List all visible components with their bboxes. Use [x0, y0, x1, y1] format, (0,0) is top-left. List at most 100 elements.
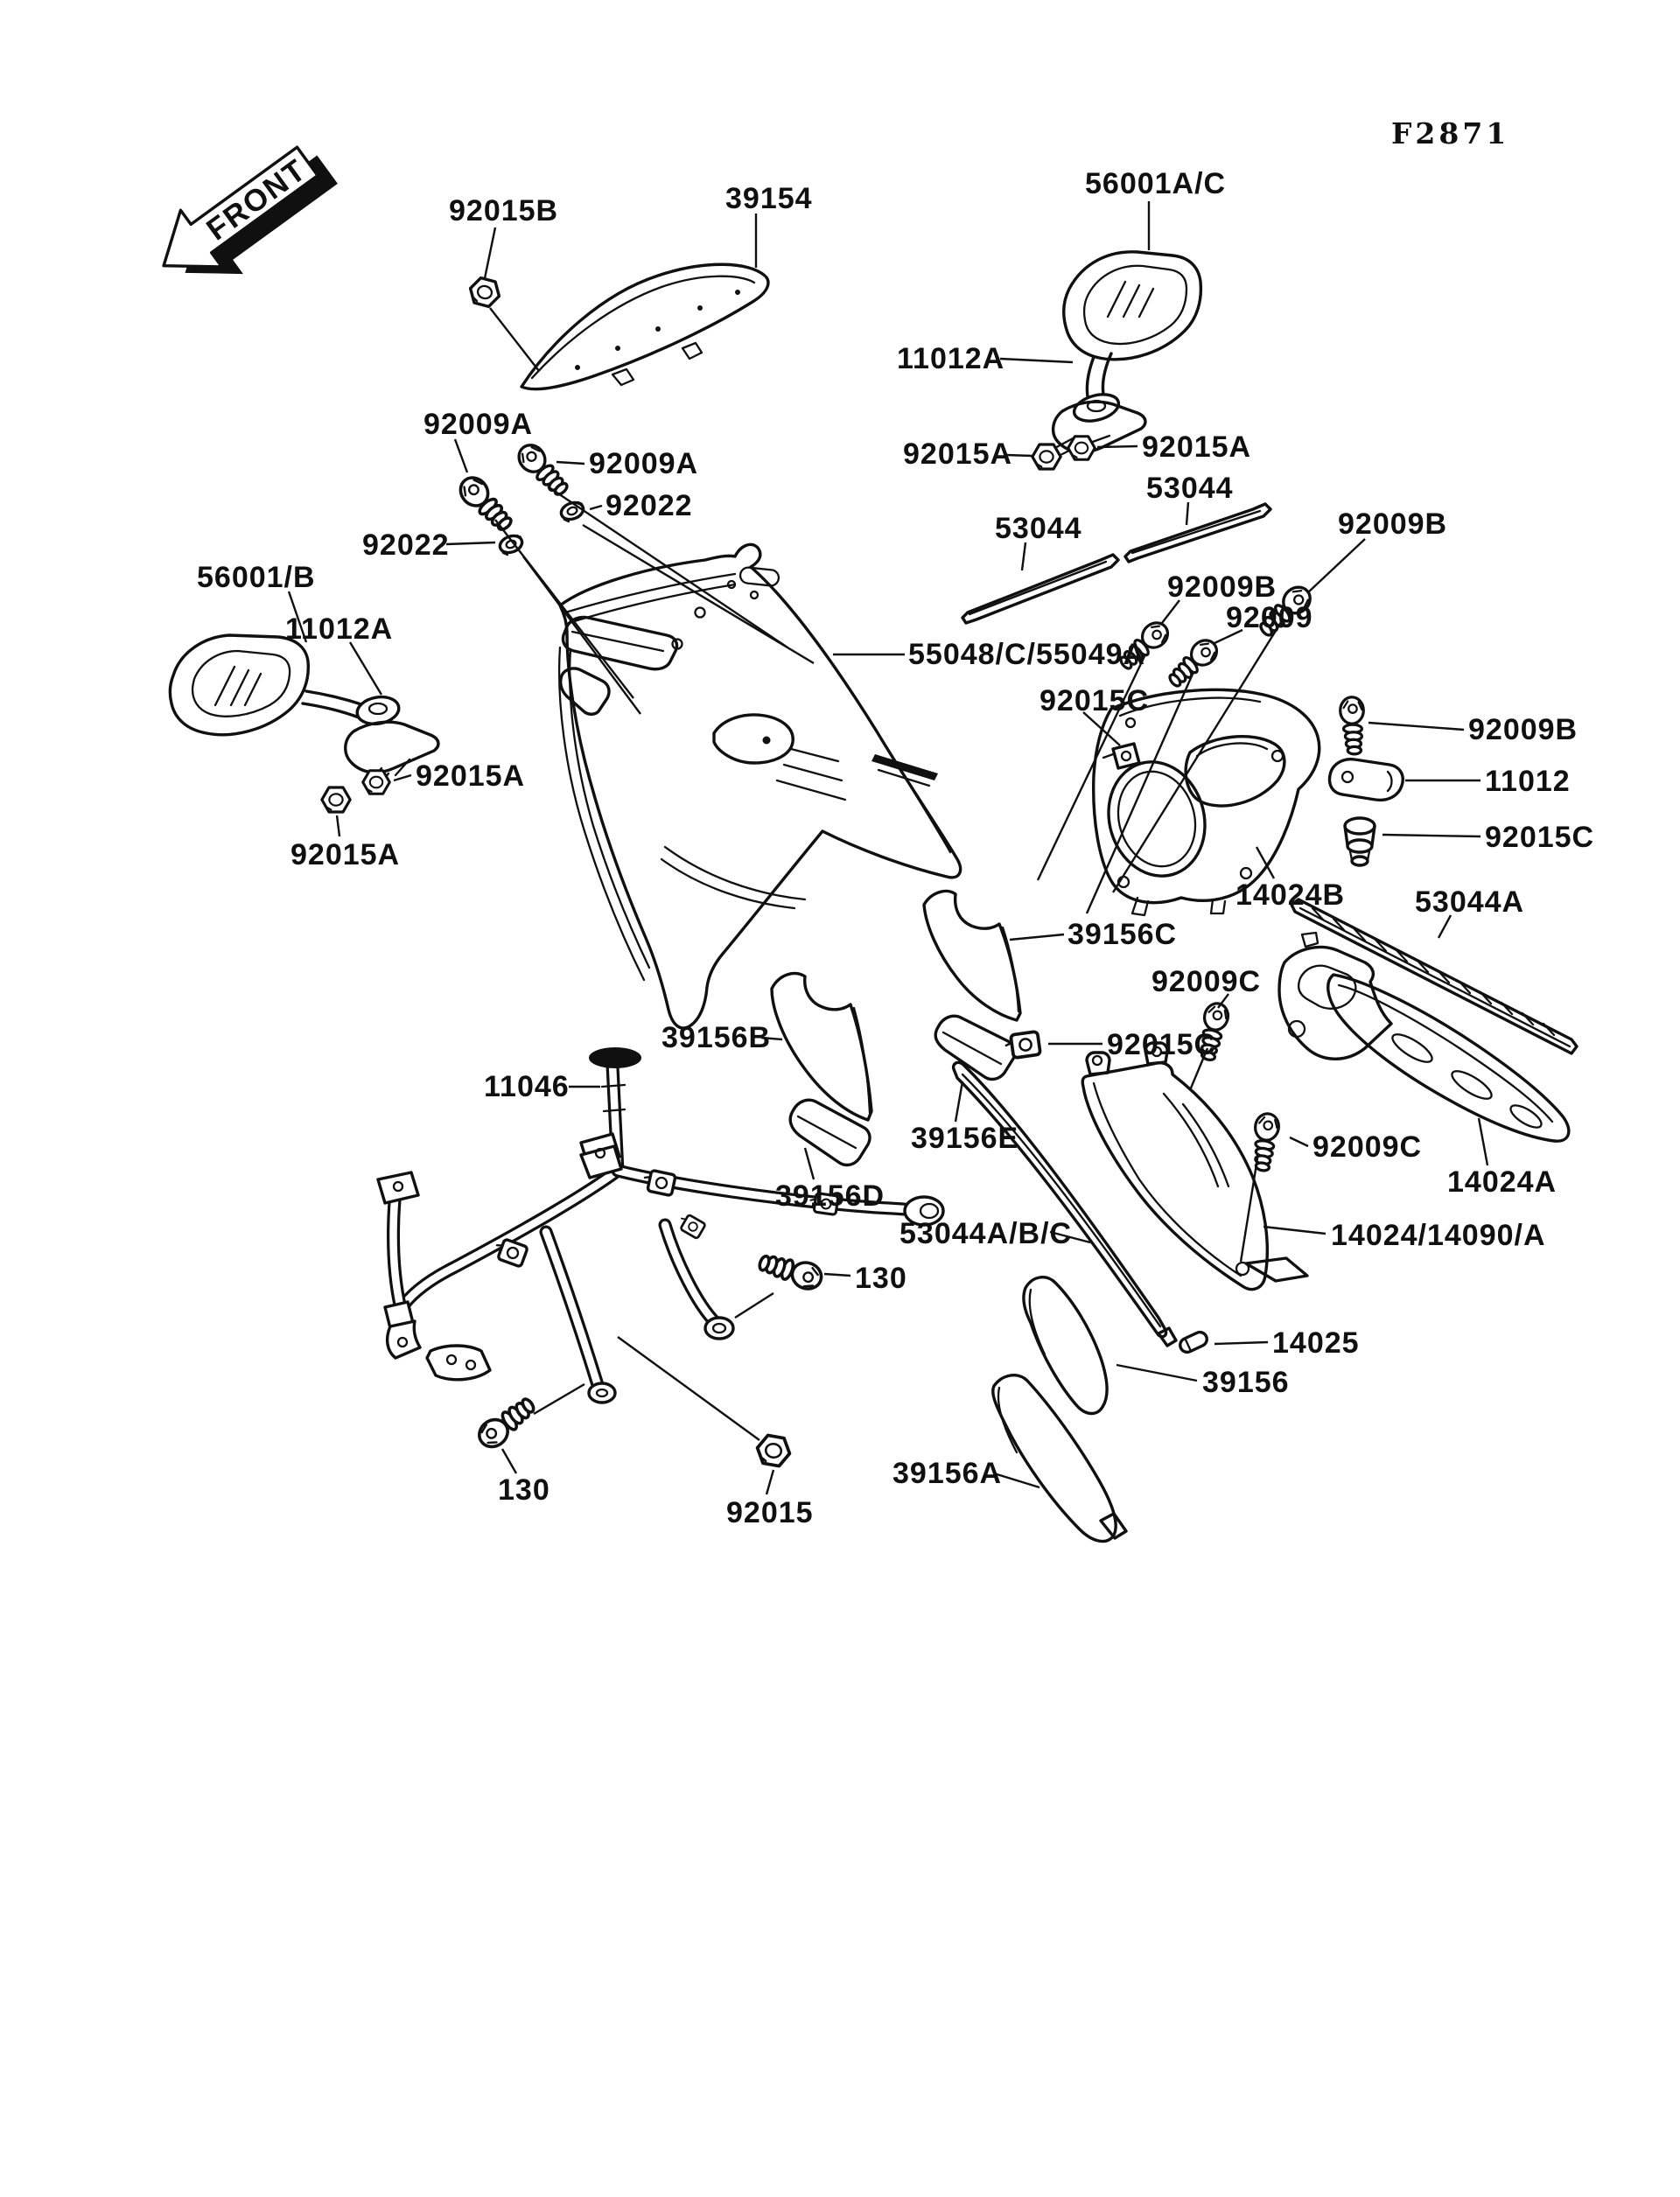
part-label-53044: 53044	[1146, 472, 1234, 505]
part-label-39156c: 39156C	[1068, 918, 1178, 951]
leader-line	[1005, 453, 1033, 458]
leader-line	[765, 1469, 775, 1495]
bolt-130-right	[755, 1245, 827, 1295]
stay-14024a-shape	[1278, 931, 1571, 1143]
bolt-92009a-left	[453, 470, 517, 539]
mirror-left-56001b-shape	[168, 633, 440, 814]
part-label-14024b: 14024B	[1236, 878, 1346, 912]
part-label-92015a: 92015A	[290, 838, 401, 871]
screw-92009b-right	[1339, 696, 1365, 756]
leader-line	[1263, 1225, 1326, 1235]
inner-panel-14024-14090a-shape	[1081, 1041, 1309, 1291]
nut-92015a-right-mirror-1	[1031, 443, 1062, 471]
part-label-92022: 92022	[606, 489, 693, 522]
part-label-92009c: 92009C	[1152, 965, 1262, 998]
part-label-56001a-c: 56001A/C	[1085, 167, 1227, 200]
leader-line	[393, 773, 412, 782]
part-label-39156d: 39156D	[775, 1179, 886, 1213]
bolt-92009a-right	[512, 438, 573, 503]
part-label-92015c: 92015C	[1040, 684, 1150, 717]
leader-line	[1382, 833, 1481, 838]
inner-cover-14024b-shape	[1092, 688, 1321, 917]
fin-39156a-shape	[991, 1374, 1128, 1543]
figure-code: F2871	[1391, 116, 1510, 150]
leader-line	[1289, 1136, 1309, 1148]
part-label-56001-b: 56001/B	[197, 561, 316, 594]
leader-line	[760, 1036, 783, 1041]
part-label-92015b: 92015B	[449, 194, 559, 227]
upper-cowling-55048-shape	[557, 542, 962, 1030]
leader-line	[547, 486, 788, 648]
leader-line	[1306, 538, 1366, 594]
well-nut-92015c-right-shape	[1343, 816, 1376, 867]
fin-39156-shape	[1022, 1276, 1109, 1416]
leader-line	[1185, 501, 1190, 526]
leader-line	[617, 1336, 760, 1441]
leader-line	[500, 1448, 518, 1474]
part-label-53044a: 53044A	[1415, 885, 1525, 919]
part-label-92009b: 92009B	[1338, 507, 1448, 541]
leader-line	[1368, 721, 1465, 731]
part-label-14024-14090-a: 14024/14090/A	[1331, 1219, 1546, 1252]
part-label-92009b: 92009B	[1468, 713, 1578, 746]
nut-92015a-left-mirror-2	[361, 769, 391, 795]
clamp-92015c-lower	[1003, 1029, 1042, 1061]
part-label-53044: 53044	[995, 512, 1082, 545]
leader-line	[993, 1472, 1040, 1489]
leader-line	[823, 1272, 851, 1277]
part-label-39156e: 39156E	[911, 1122, 1019, 1155]
part-label-92009a: 92009A	[589, 447, 699, 480]
trim-strip-53044abc-shape	[951, 1060, 1178, 1347]
fin-39156b-shape	[770, 971, 873, 1122]
part-label-92009b: 92009B	[1167, 570, 1278, 604]
leader-line	[348, 641, 383, 696]
part-label-92015a: 92015A	[1142, 430, 1252, 464]
part-label-39156b: 39156B	[662, 1021, 772, 1054]
part-label-130: 130	[498, 1473, 550, 1507]
part-label-92015: 92015	[726, 1496, 814, 1529]
grommet-92015b	[466, 274, 504, 311]
leader-line	[1161, 599, 1180, 624]
leader-line	[556, 460, 585, 465]
leader-line	[999, 357, 1074, 364]
leader-line	[1212, 628, 1243, 646]
leader-line	[1214, 1340, 1269, 1346]
part-label-14024a: 14024A	[1447, 1165, 1558, 1199]
part-label-92015c: 92015C	[1485, 821, 1595, 854]
trim-strip-53044-upper-shape	[1124, 502, 1272, 563]
leader-line	[445, 541, 496, 546]
leader-line	[1188, 1047, 1209, 1091]
part-label-11012: 11012	[1485, 765, 1571, 798]
leader-line	[734, 1291, 774, 1319]
leader-line	[803, 1147, 816, 1180]
part-label-92015a: 92015A	[416, 759, 526, 793]
leader-line	[1239, 1152, 1260, 1263]
leader-line	[1036, 655, 1146, 881]
part-label-92009: 92009	[1226, 601, 1313, 634]
leader-line	[494, 519, 634, 699]
leader-line	[483, 227, 497, 279]
leader-line	[1049, 1230, 1091, 1244]
leader-line	[287, 591, 308, 643]
clip-92015c-upper	[1102, 742, 1141, 770]
leader-line	[1255, 846, 1276, 879]
nut-92015	[752, 1431, 794, 1470]
leader-line	[1009, 933, 1065, 941]
part-label-55048-c-55049a: 55048/C/55049A	[908, 638, 1146, 671]
trim-strip-53044-lower-shape	[961, 553, 1120, 625]
nut-92015a-left-mirror-1	[320, 786, 352, 814]
part-label-11012a: 11012A	[285, 612, 394, 646]
part-label-39156: 39156	[1202, 1366, 1290, 1399]
leader-line	[1085, 671, 1195, 914]
nut-92015a-right-mirror-2	[1067, 435, 1096, 461]
leader-line	[453, 438, 469, 473]
leader-line	[1111, 619, 1284, 893]
leader-line	[335, 815, 341, 837]
leader-line	[589, 504, 603, 511]
leader-line	[1477, 1117, 1489, 1166]
part-label-92022: 92022	[362, 528, 450, 562]
leader-lines-layer	[287, 201, 1489, 1495]
part-label-53044a-b-c: 53044A/B/C	[900, 1217, 1073, 1250]
